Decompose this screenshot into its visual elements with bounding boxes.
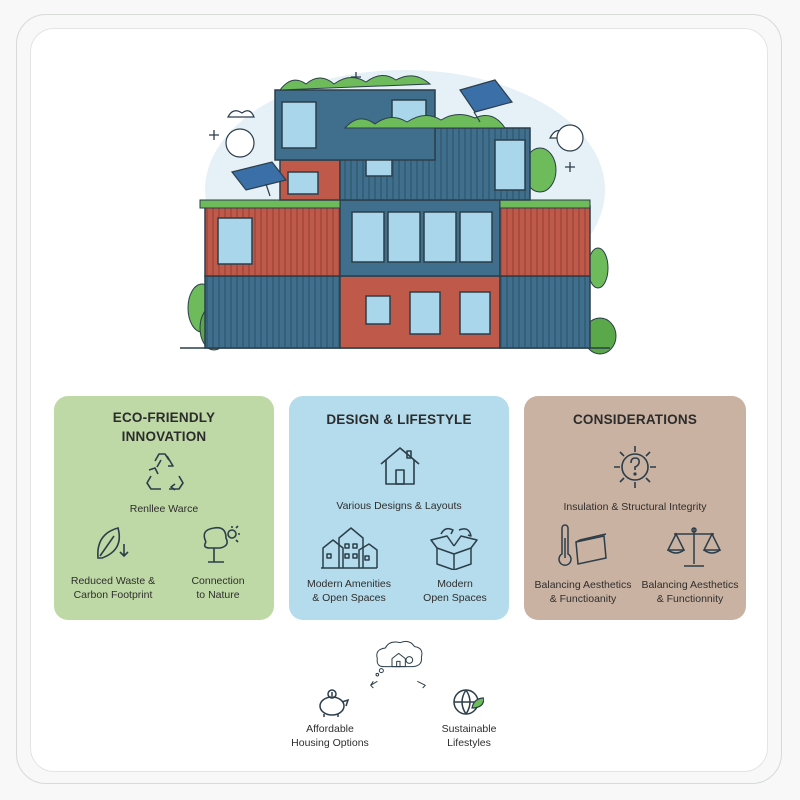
tree-sun-icon — [203, 525, 240, 563]
reduced-waste-label: Reduced Waste &Carbon Footprint — [70, 575, 156, 601]
designs-layouts-label: Various Designs & Layouts — [336, 500, 462, 512]
insulation-label: Insulation & Structural Integrity — [563, 501, 707, 513]
piggy-bank-icon — [319, 689, 350, 717]
panel-design-lifestyle: DESIGN & LIFESTYLE Various Designs & Lay… — [289, 396, 509, 620]
balance-scale-icon — [666, 527, 722, 567]
panel-title: DESIGN & LIFESTYLE — [326, 412, 472, 427]
recycle-icon — [146, 453, 184, 491]
house-icon — [380, 447, 420, 485]
container-house-illustration — [180, 70, 617, 355]
thermometer-panel-icon — [558, 524, 607, 566]
balancing-aesthetics-label-left: Balancing Aesthetics& Functioanity — [534, 579, 632, 605]
panel-considerations: CONSIDERATIONS Insulation & Structural I… — [524, 396, 746, 620]
gear-question-icon — [614, 446, 656, 488]
leaf-icon — [97, 527, 129, 559]
panel-title: ECO-FRIENDLY INNOVATION — [112, 410, 216, 444]
footer-flow-illustration — [370, 640, 426, 689]
buildings-icon — [321, 527, 378, 569]
outer-frame — [16, 14, 782, 784]
globe-leaf-icon — [453, 689, 484, 715]
balancing-aesthetics-label-right: Balancing Aesthetics& Functionnity — [641, 579, 739, 605]
open-box-icon — [430, 527, 478, 570]
recycle-label: Renllee Warce — [129, 503, 199, 515]
thought-cloud-icon — [376, 640, 423, 668]
panel-title: CONSIDERATIONS — [572, 412, 698, 427]
modern-amenities-label: Modern Amenities& Open Spaces — [306, 578, 392, 604]
panel-eco-friendly: ECO-FRIENDLY INNOVATION Renllee Warce Re… — [54, 396, 274, 620]
